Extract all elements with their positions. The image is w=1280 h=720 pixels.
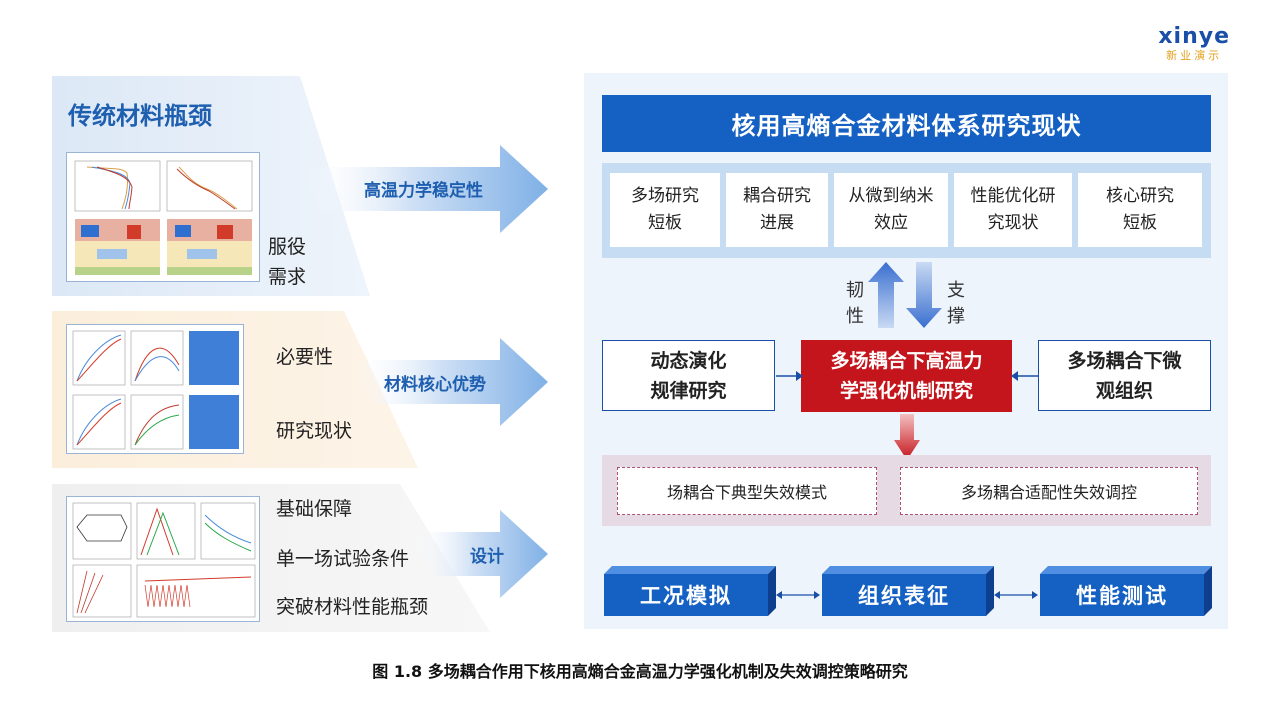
band-label-design: 设计 (470, 547, 504, 567)
panel2-label-status: 研究现状 (276, 420, 353, 442)
label-support: 支 撑 (947, 280, 965, 327)
card-multifield-gap: 多场研究 短板 (610, 173, 720, 247)
box-core-mechanism: 多场耦合下高温力 学强化机制研究 (801, 340, 1012, 412)
card-typical-failure: 场耦合下典型失效模式 (617, 467, 877, 515)
red-down-arrow-icon (894, 414, 920, 460)
logo-mark: xinye (1158, 24, 1230, 49)
arrow-left-to-center (776, 371, 803, 381)
panel2-label-necessity: 必要性 (276, 346, 334, 368)
card-micro-nano: 从微到纳米 效应 (834, 173, 948, 247)
card-failure-control: 多场耦合适配性失效调控 (900, 467, 1198, 515)
box-microstructure: 多场耦合下微 观组织 (1038, 340, 1211, 411)
band-arrow-2 (352, 338, 548, 426)
panel3-label-breakthrough: 突破材料性能瓶颈 (276, 596, 429, 618)
card-core-gap: 核心研究 短板 (1078, 173, 1202, 247)
thumbnail-atmospheric-profiles (66, 152, 260, 282)
profile-plot-image (67, 153, 259, 281)
panel3-label-single-field: 单一场试验条件 (276, 548, 410, 570)
cycle-curves-image (67, 325, 243, 453)
band-label-stability: 高温力学稳定性 (364, 181, 483, 201)
electrochem-image (67, 497, 259, 621)
card-coupling-progress: 耦合研究 进展 (726, 173, 828, 247)
up-down-arrows (868, 262, 942, 328)
brand-logo: xinye 新业演示 (1158, 24, 1230, 63)
label-toughness: 韧 性 (846, 280, 864, 327)
arrow-right-to-center (1011, 371, 1038, 381)
left-heading: 传统材料瓶颈 (68, 102, 212, 130)
box-condition-simulation: 工况模拟 (640, 584, 732, 608)
box-performance-testing: 性能测试 (1076, 584, 1168, 608)
box-microstructure-characterization: 组织表征 (858, 584, 950, 608)
research-title-bar: 核用高熵合金材料体系研究现状 (602, 95, 1211, 152)
band-label-advantage: 材料核心优势 (384, 375, 486, 395)
thumbnail-electrochem (66, 496, 260, 622)
bottom-3d-box-graphics (604, 566, 1212, 616)
band-arrow-1 (300, 145, 548, 233)
logo-subtitle: 新业演示 (1166, 49, 1223, 62)
thumbnail-cycle-curves (66, 324, 244, 454)
card-performance-opt: 性能优化研 究现状 (954, 173, 1072, 247)
band-arrow-3 (412, 510, 548, 598)
up-arrow-icon (868, 262, 904, 328)
box-dynamic-evolution: 动态演化 规律研究 (602, 340, 775, 411)
figure-caption: 图 1.8 多场耦合作用下核用高熵合金高温力学强化机制及失效调控策略研究 (372, 662, 908, 681)
down-arrow-icon (906, 262, 942, 328)
panel3-label-foundation: 基础保障 (276, 498, 353, 520)
panel1-label: 服役 需求 (268, 236, 307, 288)
